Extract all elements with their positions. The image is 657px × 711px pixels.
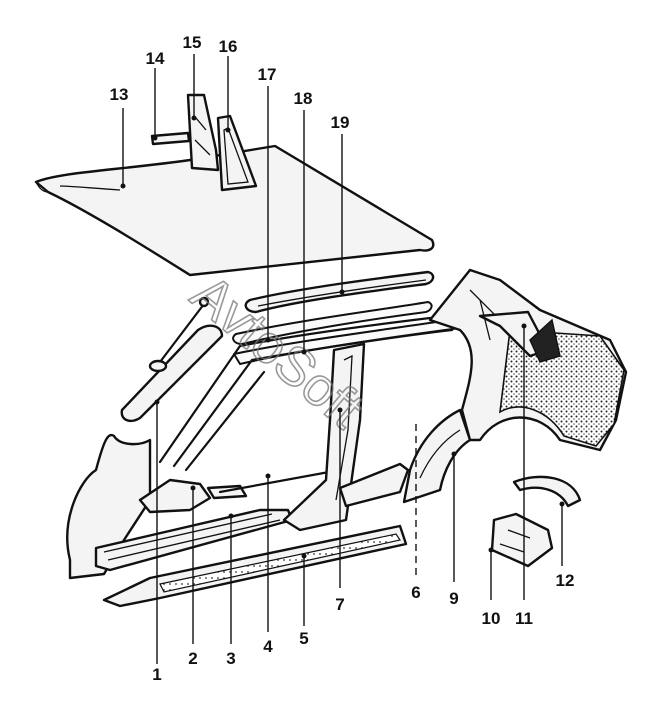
callout-4: 4 — [263, 637, 273, 656]
roof-rails — [232, 270, 467, 365]
callout-19: 19 — [331, 113, 350, 132]
callout-13: 13 — [110, 85, 129, 104]
callout-10: 10 — [482, 609, 501, 628]
wheel-arch-extension — [512, 475, 582, 508]
callout-17: 17 — [258, 65, 277, 84]
callout-15: 15 — [183, 33, 202, 52]
callout-1: 1 — [152, 665, 161, 684]
rear-wheel-arch-inner — [402, 408, 472, 504]
a-pillar-trim — [120, 296, 224, 422]
callout-12: 12 — [556, 571, 575, 590]
callout-3: 3 — [226, 649, 235, 668]
mounting-bracket — [490, 512, 554, 568]
quarter-glass-seal — [216, 114, 258, 192]
callout-9: 9 — [449, 589, 458, 608]
rear-quarter-panel — [428, 268, 628, 452]
callout-14: 14 — [146, 49, 165, 68]
b-pillar — [282, 342, 410, 532]
callout-7: 7 — [335, 595, 344, 614]
callout-2: 2 — [188, 649, 197, 668]
trim-strip — [150, 131, 191, 146]
callout-18: 18 — [294, 89, 313, 108]
door-frame — [158, 316, 454, 472]
callout-16: 16 — [219, 37, 238, 56]
callout-11: 11 — [515, 609, 533, 628]
callout-labels: 1 2 3 4 5 6 7 9 10 11 12 13 14 15 16 17 … — [110, 33, 575, 684]
callout-5: 5 — [299, 629, 308, 648]
callout-leaders — [120, 54, 565, 664]
callout-6: 6 — [411, 583, 420, 602]
rear-pillar-trim — [478, 310, 561, 363]
roof-panel — [34, 144, 435, 277]
left-side-lower-panel — [66, 433, 342, 580]
quarter-glass — [186, 93, 220, 172]
